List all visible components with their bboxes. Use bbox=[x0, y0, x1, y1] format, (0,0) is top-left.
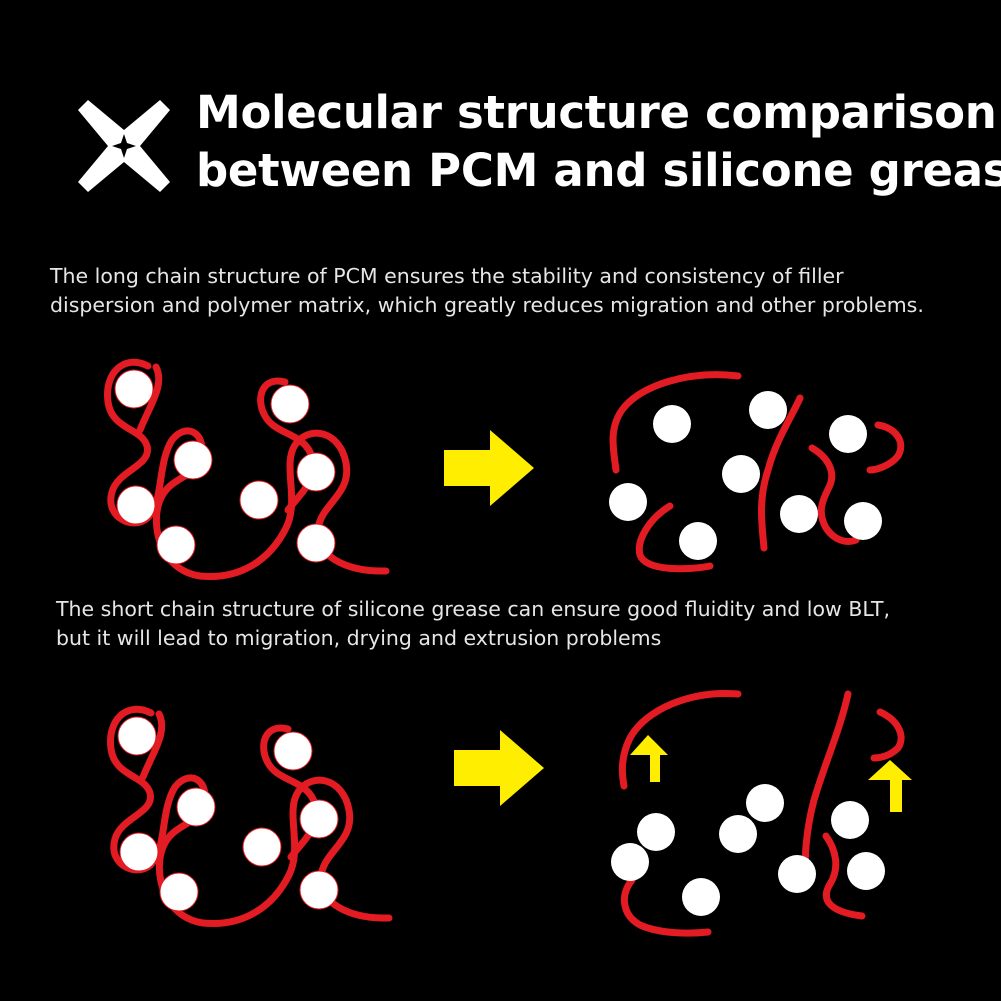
grease-caption-line-1: The short chain structure of silicone gr… bbox=[56, 597, 891, 621]
grease-initial-structure bbox=[111, 709, 389, 923]
grease-final-structure bbox=[611, 689, 912, 937]
page-title: Molecular structure comparison between P… bbox=[196, 84, 1001, 200]
arrow-right-icon bbox=[454, 730, 544, 806]
pcm-caption: The long chain structure of PCM ensures … bbox=[50, 262, 924, 320]
grease-caption: The short chain structure of silicone gr… bbox=[56, 595, 890, 653]
pcm-initial-structure bbox=[108, 362, 386, 576]
title-line-2: between PCM and silicone grease bbox=[196, 144, 1001, 197]
grease-caption-line-2: but it will lead to migration, drying an… bbox=[56, 626, 662, 650]
arrow-up-icon bbox=[630, 735, 668, 782]
arrow-right-icon bbox=[444, 430, 534, 506]
title-line-1: Molecular structure comparison bbox=[196, 86, 997, 139]
pcm-final-structure bbox=[609, 371, 905, 573]
compass-star-logo-icon bbox=[78, 100, 170, 192]
pcm-caption-line-1: The long chain structure of PCM ensures … bbox=[50, 264, 844, 288]
arrow-up-icon bbox=[868, 760, 912, 812]
pcm-caption-line-2: dispersion and polymer matrix, which gre… bbox=[50, 293, 924, 317]
